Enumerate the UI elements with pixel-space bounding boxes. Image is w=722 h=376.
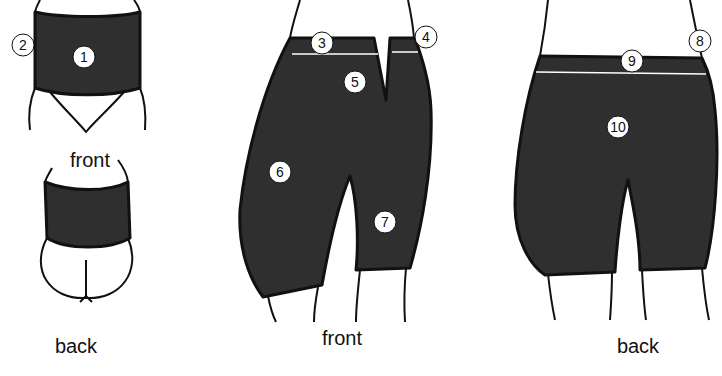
- view-caption: back: [55, 334, 97, 358]
- body-line: [45, 168, 52, 182]
- body-line: [642, 270, 646, 320]
- body-line: [85, 260, 87, 298]
- garment: [35, 12, 717, 297]
- callout-number: 10: [607, 116, 630, 139]
- callout-number: 3: [311, 32, 334, 55]
- view-caption: front: [70, 148, 110, 172]
- waist-band-back: [45, 182, 130, 247]
- body-line: [540, 0, 548, 56]
- body-line: [118, 160, 128, 182]
- view-caption: front: [322, 326, 362, 350]
- seam-line: [536, 72, 706, 74]
- callout-number: 4: [415, 26, 438, 49]
- body-line: [35, 0, 40, 12]
- body-line: [140, 88, 145, 130]
- body-line: [314, 287, 318, 322]
- body-line: [548, 274, 555, 320]
- waist-band-front: [35, 12, 140, 95]
- body-line: [356, 270, 360, 322]
- shorts-back: [515, 56, 717, 275]
- body-line: [404, 268, 406, 322]
- seam-line: [292, 53, 378, 55]
- callout-number: 8: [689, 30, 712, 53]
- callout-number: 6: [269, 161, 292, 184]
- shorts-front: [240, 38, 431, 297]
- body-line: [80, 296, 92, 302]
- body-line: [290, 0, 300, 38]
- body-line: [702, 268, 709, 320]
- body-line: [29, 88, 35, 130]
- body-line: [610, 272, 612, 320]
- callout-number: 9: [621, 50, 644, 73]
- callout-number: 2: [12, 34, 35, 57]
- callout-number: 1: [73, 46, 96, 69]
- body-line: [408, 0, 414, 38]
- body-line: [268, 296, 276, 322]
- body-line: [134, 0, 140, 12]
- callout-number: 7: [374, 211, 397, 234]
- callout-number: 5: [344, 71, 367, 94]
- seam-line: [392, 51, 418, 53]
- view-caption: back: [617, 334, 659, 358]
- body-line: [50, 92, 124, 132]
